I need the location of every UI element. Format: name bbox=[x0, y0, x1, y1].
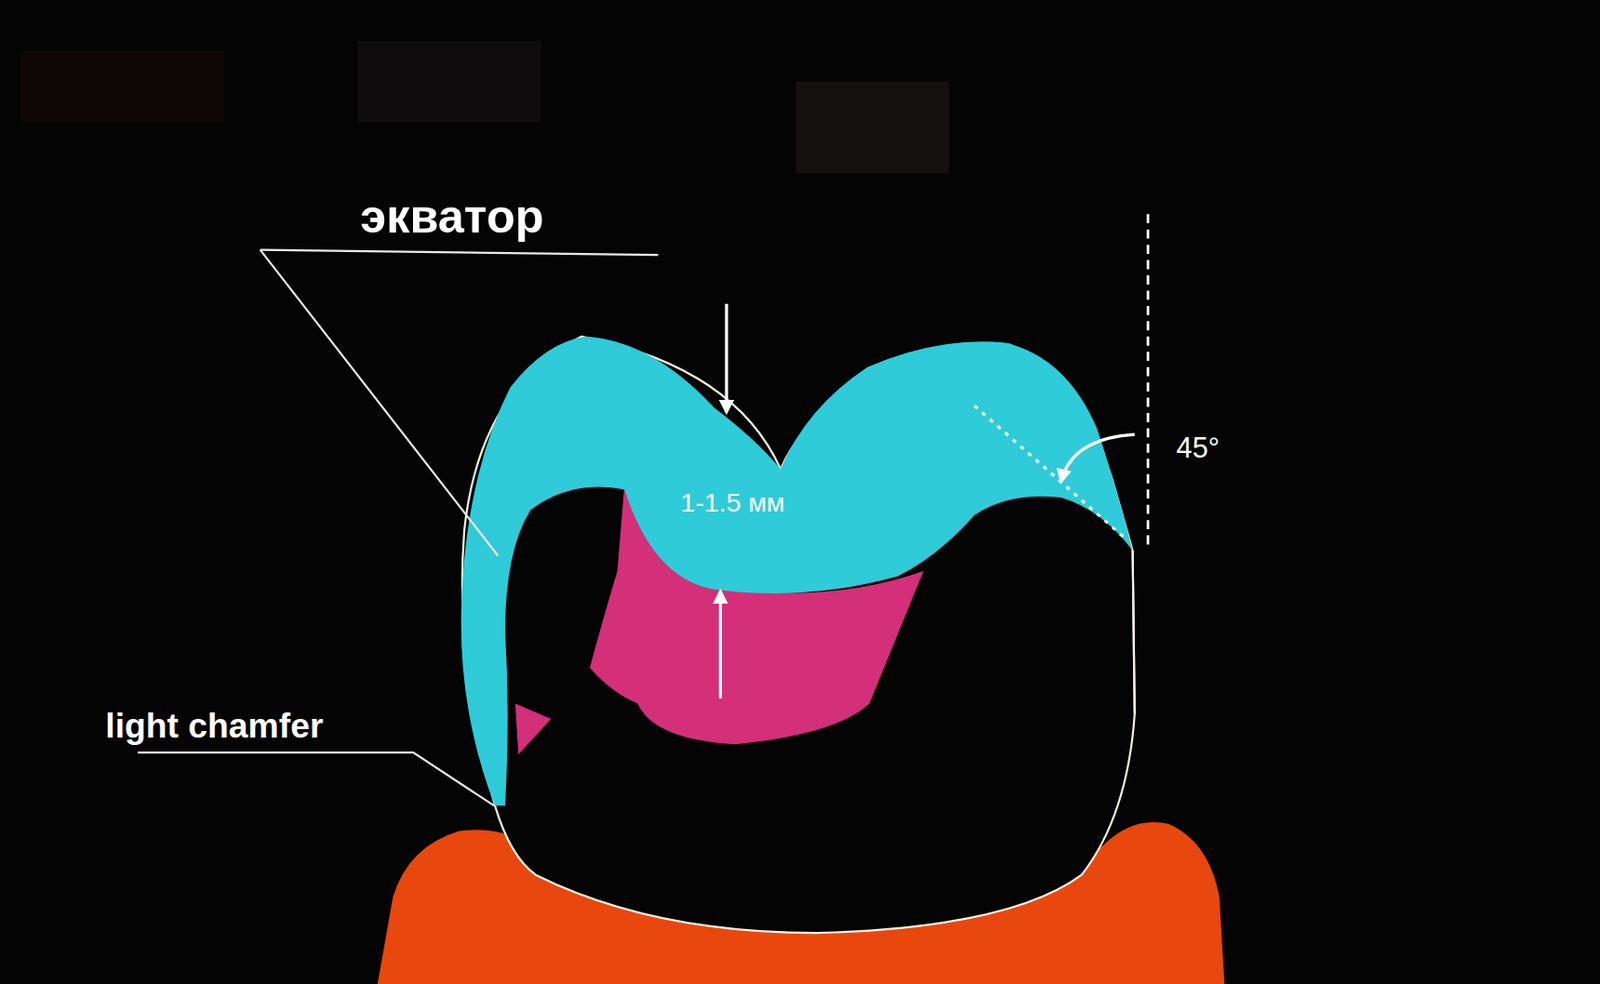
structure-label: light chamfer bbox=[105, 706, 323, 746]
core-buildup bbox=[515, 703, 551, 755]
background-blur bbox=[20, 51, 225, 123]
background-blur bbox=[796, 81, 950, 174]
crown-restoration bbox=[461, 336, 1134, 806]
leader-line bbox=[260, 250, 659, 255]
leader-line bbox=[137, 752, 494, 806]
dimension-arrow bbox=[724, 304, 728, 413]
dimension-arrow bbox=[719, 591, 722, 699]
reference-line bbox=[1146, 213, 1150, 551]
leader-line bbox=[260, 250, 499, 557]
angle-label: 45° bbox=[1176, 433, 1220, 466]
structure-label: экватор bbox=[360, 190, 544, 242]
background-blur bbox=[357, 40, 541, 123]
angle-arc bbox=[1061, 434, 1135, 481]
tooth-outline bbox=[1133, 550, 1135, 714]
dimension-label: 1-1.5 мм bbox=[680, 488, 786, 518]
bevel-line bbox=[974, 405, 1129, 541]
